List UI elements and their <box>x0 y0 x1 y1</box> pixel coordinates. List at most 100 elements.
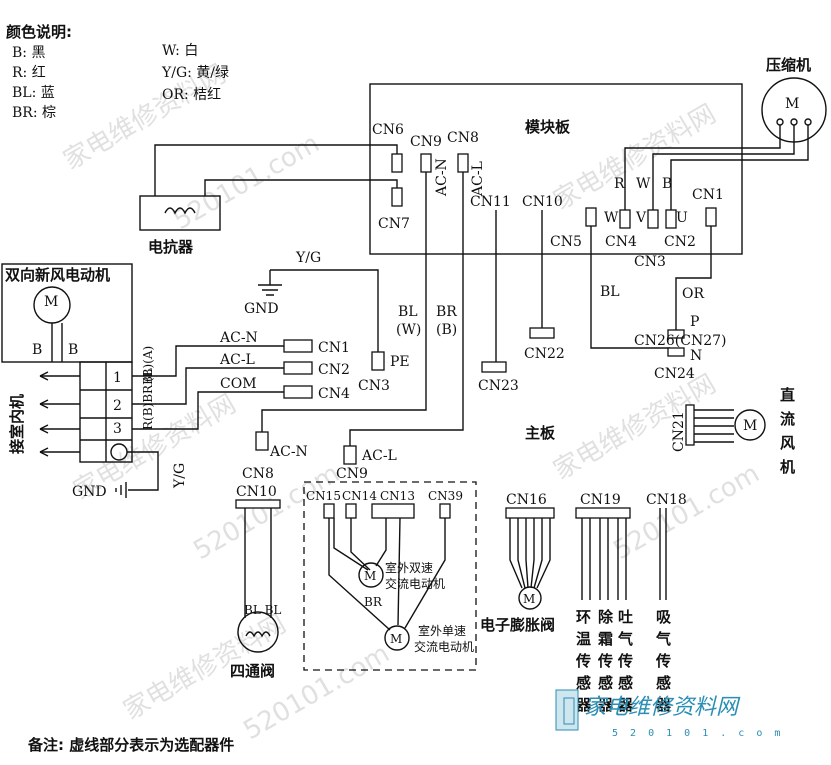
sensor-ambient-5: 器 <box>575 696 592 714</box>
dc-fan-label-2: 流 <box>780 410 795 428</box>
cn23-connector <box>481 361 507 373</box>
v-connector <box>647 209 659 229</box>
cn26-label: CN26(CN27) <box>634 333 726 349</box>
pe-label: PE <box>390 354 410 370</box>
cn4-main-label: CN4 <box>318 386 350 402</box>
cn1-connector <box>705 207 717 227</box>
cn15-label: CN15 <box>306 489 341 503</box>
reactor-wire <box>154 144 398 196</box>
cn9-label: CN9 <box>410 134 442 150</box>
legend-entry: B: 黑 <box>12 45 45 61</box>
cn24-label: CN24 <box>654 366 695 382</box>
four-way-bl-label: BL BL <box>244 603 281 617</box>
cn22-connector <box>529 327 555 339</box>
cn8-main-label: CN8 <box>242 466 274 482</box>
dc-fan-motor <box>734 409 766 441</box>
single-speed-label-2: 交流电动机 <box>414 639 474 654</box>
cn22-cn23: CN23 CN22 <box>478 210 565 394</box>
compressor-terminal <box>790 118 798 126</box>
fresh-air-motor-symbol: M <box>44 294 58 310</box>
cn8-connector <box>457 153 469 173</box>
cn26-connector <box>667 329 685 339</box>
cn10-label: CN10 <box>522 194 563 210</box>
arrow-head <box>39 371 49 381</box>
terminal-side-a: (B)(A) <box>141 346 155 382</box>
reactor: 电抗器 <box>139 144 398 256</box>
sensor-suction-5: 器 <box>655 696 672 714</box>
optional-section: CN15 CN14 CN13 CN39 M 室外双速 交流电动机 BR M 室外… <box>303 481 477 671</box>
cn3-main-label: CN3 <box>358 378 390 394</box>
acn-wire <box>132 345 284 377</box>
sensor-suction-3: 传 <box>655 652 671 670</box>
cn8-main-connector <box>255 431 269 451</box>
fresh-air-motor: 双向新风电动机 M B B <box>1 263 133 363</box>
cn2-label: CN2 <box>664 234 696 250</box>
cn6-label: CN6 <box>372 122 404 138</box>
sensor-ambient-1: 环 <box>576 608 591 626</box>
exv-symbol: M <box>523 592 535 606</box>
compressor-w-wire: W <box>636 176 651 192</box>
four-way-label: 四通阀 <box>230 662 275 680</box>
module-board-title: 模块板 <box>525 118 571 136</box>
sensor-defrost-5: 器 <box>597 696 614 714</box>
cn39-label: CN39 <box>428 489 463 503</box>
sensor-suction-1: 吸 <box>656 608 672 626</box>
cn19-label: CN19 <box>580 492 621 508</box>
dc-fan-label-1: 直 <box>780 386 795 404</box>
bl-wire <box>590 226 670 349</box>
dc-fan: CN21 M 直 流 风 机 <box>671 386 795 476</box>
reactor-wire <box>204 179 398 196</box>
logo-url: 5 2 0 1 0 1 . c o m <box>612 728 783 739</box>
cn14-label: CN14 <box>342 489 377 503</box>
compressor-wire <box>670 125 809 210</box>
compressor-wire <box>652 125 795 210</box>
cn14-connector <box>345 503 357 519</box>
single-speed-wire <box>404 518 446 629</box>
cn22-label: CN22 <box>524 346 565 362</box>
cn6-connector <box>391 153 403 173</box>
exv-label: 电子膨胀阀 <box>480 616 555 634</box>
electronic-expansion-valve: CN16 M 电子膨胀阀 <box>480 492 555 634</box>
legend-entry: W: 白 <box>162 43 198 59</box>
main-board-power: AC-N AC-L COM CN1 CN2 CN4 PE CN3 BL(W) B… <box>132 172 556 482</box>
v-phase-label: V <box>635 210 647 226</box>
top-ground: Y/G GND <box>244 250 379 352</box>
legend-entry: BL: 蓝 <box>12 85 55 101</box>
dc-fan-label-3: 风 <box>780 434 795 452</box>
fresh-air-b-wire: B <box>68 342 78 358</box>
gnd-symbol <box>115 482 127 498</box>
terminal-num: 2 <box>113 398 122 414</box>
cn9-main-label: CN9 <box>336 466 368 482</box>
pe-connector <box>371 351 385 371</box>
cn10-main-label: CN10 <box>236 484 277 500</box>
dc-fan-symbol: M <box>743 418 757 434</box>
cn10-connector <box>235 499 281 509</box>
legend-title: 颜色说明: <box>6 23 72 41</box>
reactor-box <box>139 195 221 231</box>
fresh-air-motor-title: 双向新风电动机 <box>5 266 110 284</box>
sensor-defrost-2: 霜 <box>597 630 613 648</box>
com-label: COM <box>220 376 257 392</box>
watermark-url: 520101.com <box>609 459 765 567</box>
single-speed-symbol: M <box>390 632 402 646</box>
cn9-connector <box>420 153 432 173</box>
two-speed-label-2: 交流电动机 <box>385 576 445 591</box>
legend-entry: OR: 桔红 <box>162 87 221 103</box>
sensor-suction-4: 感 <box>656 674 671 692</box>
terminal-side-b: R(B)BRBL <box>141 368 155 430</box>
n-label: N <box>690 348 702 364</box>
terminal-num: 1 <box>113 370 122 386</box>
cn4-main-connector <box>283 385 313 399</box>
legend-entry: R: 红 <box>12 65 46 81</box>
cn21-connector <box>685 404 695 446</box>
module-board: 模块板 CN6 CN9 CN8 CN7 CN11 CN10 CN5 CN4 CN… <box>369 83 743 270</box>
w-connector <box>619 209 631 229</box>
acl-wire <box>132 367 284 405</box>
gnd-label: GND <box>244 301 279 317</box>
watermark-url: 520101.com <box>239 639 395 747</box>
cn15-connector <box>323 503 335 519</box>
compressor-terminal <box>776 118 784 126</box>
main-board-title: 主板 <box>525 424 556 442</box>
two-speed-label-1: 室外双速 <box>385 560 433 575</box>
bl-label: BL <box>600 284 620 300</box>
